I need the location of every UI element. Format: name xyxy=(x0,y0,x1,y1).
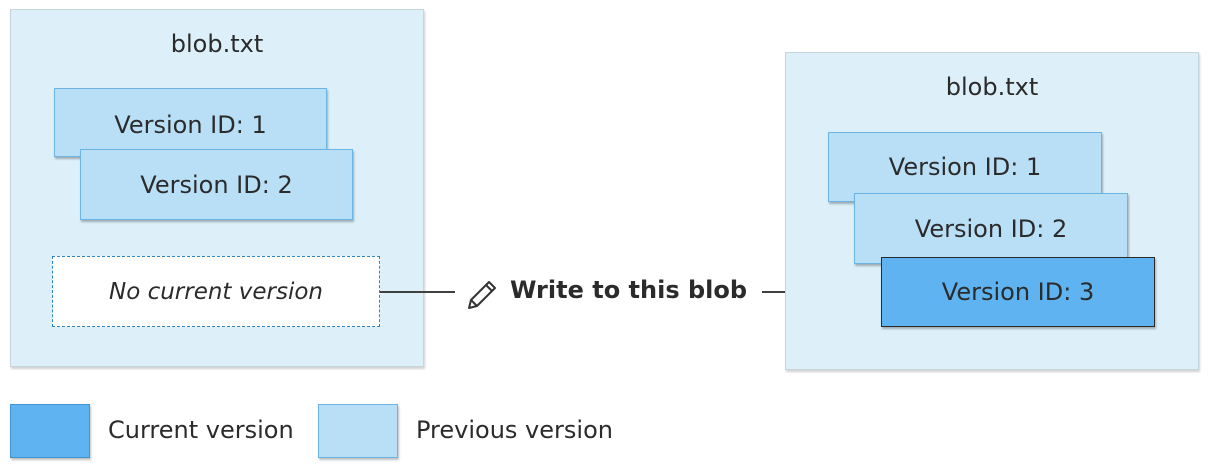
no-current-version-box: No current version xyxy=(52,256,380,327)
after-blob-title: blob.txt xyxy=(945,73,1039,101)
before-version-1: Version ID: 1 xyxy=(54,88,327,157)
legend-current-swatch xyxy=(10,404,90,458)
legend-current-label: Current version xyxy=(108,416,294,444)
after-version-1: Version ID: 1 xyxy=(828,132,1102,202)
before-version-2: Version ID: 2 xyxy=(80,149,353,220)
connector-line-left xyxy=(380,291,455,293)
write-action-label: Write to this blob xyxy=(510,276,748,304)
before-blob-title: blob.txt xyxy=(170,30,264,58)
legend-previous-swatch xyxy=(318,404,398,458)
legend-previous-label: Previous version xyxy=(416,416,613,444)
after-current-version: Version ID: 3 xyxy=(881,257,1155,327)
after-version-2: Version ID: 2 xyxy=(854,193,1128,264)
pencil-icon xyxy=(468,281,496,309)
